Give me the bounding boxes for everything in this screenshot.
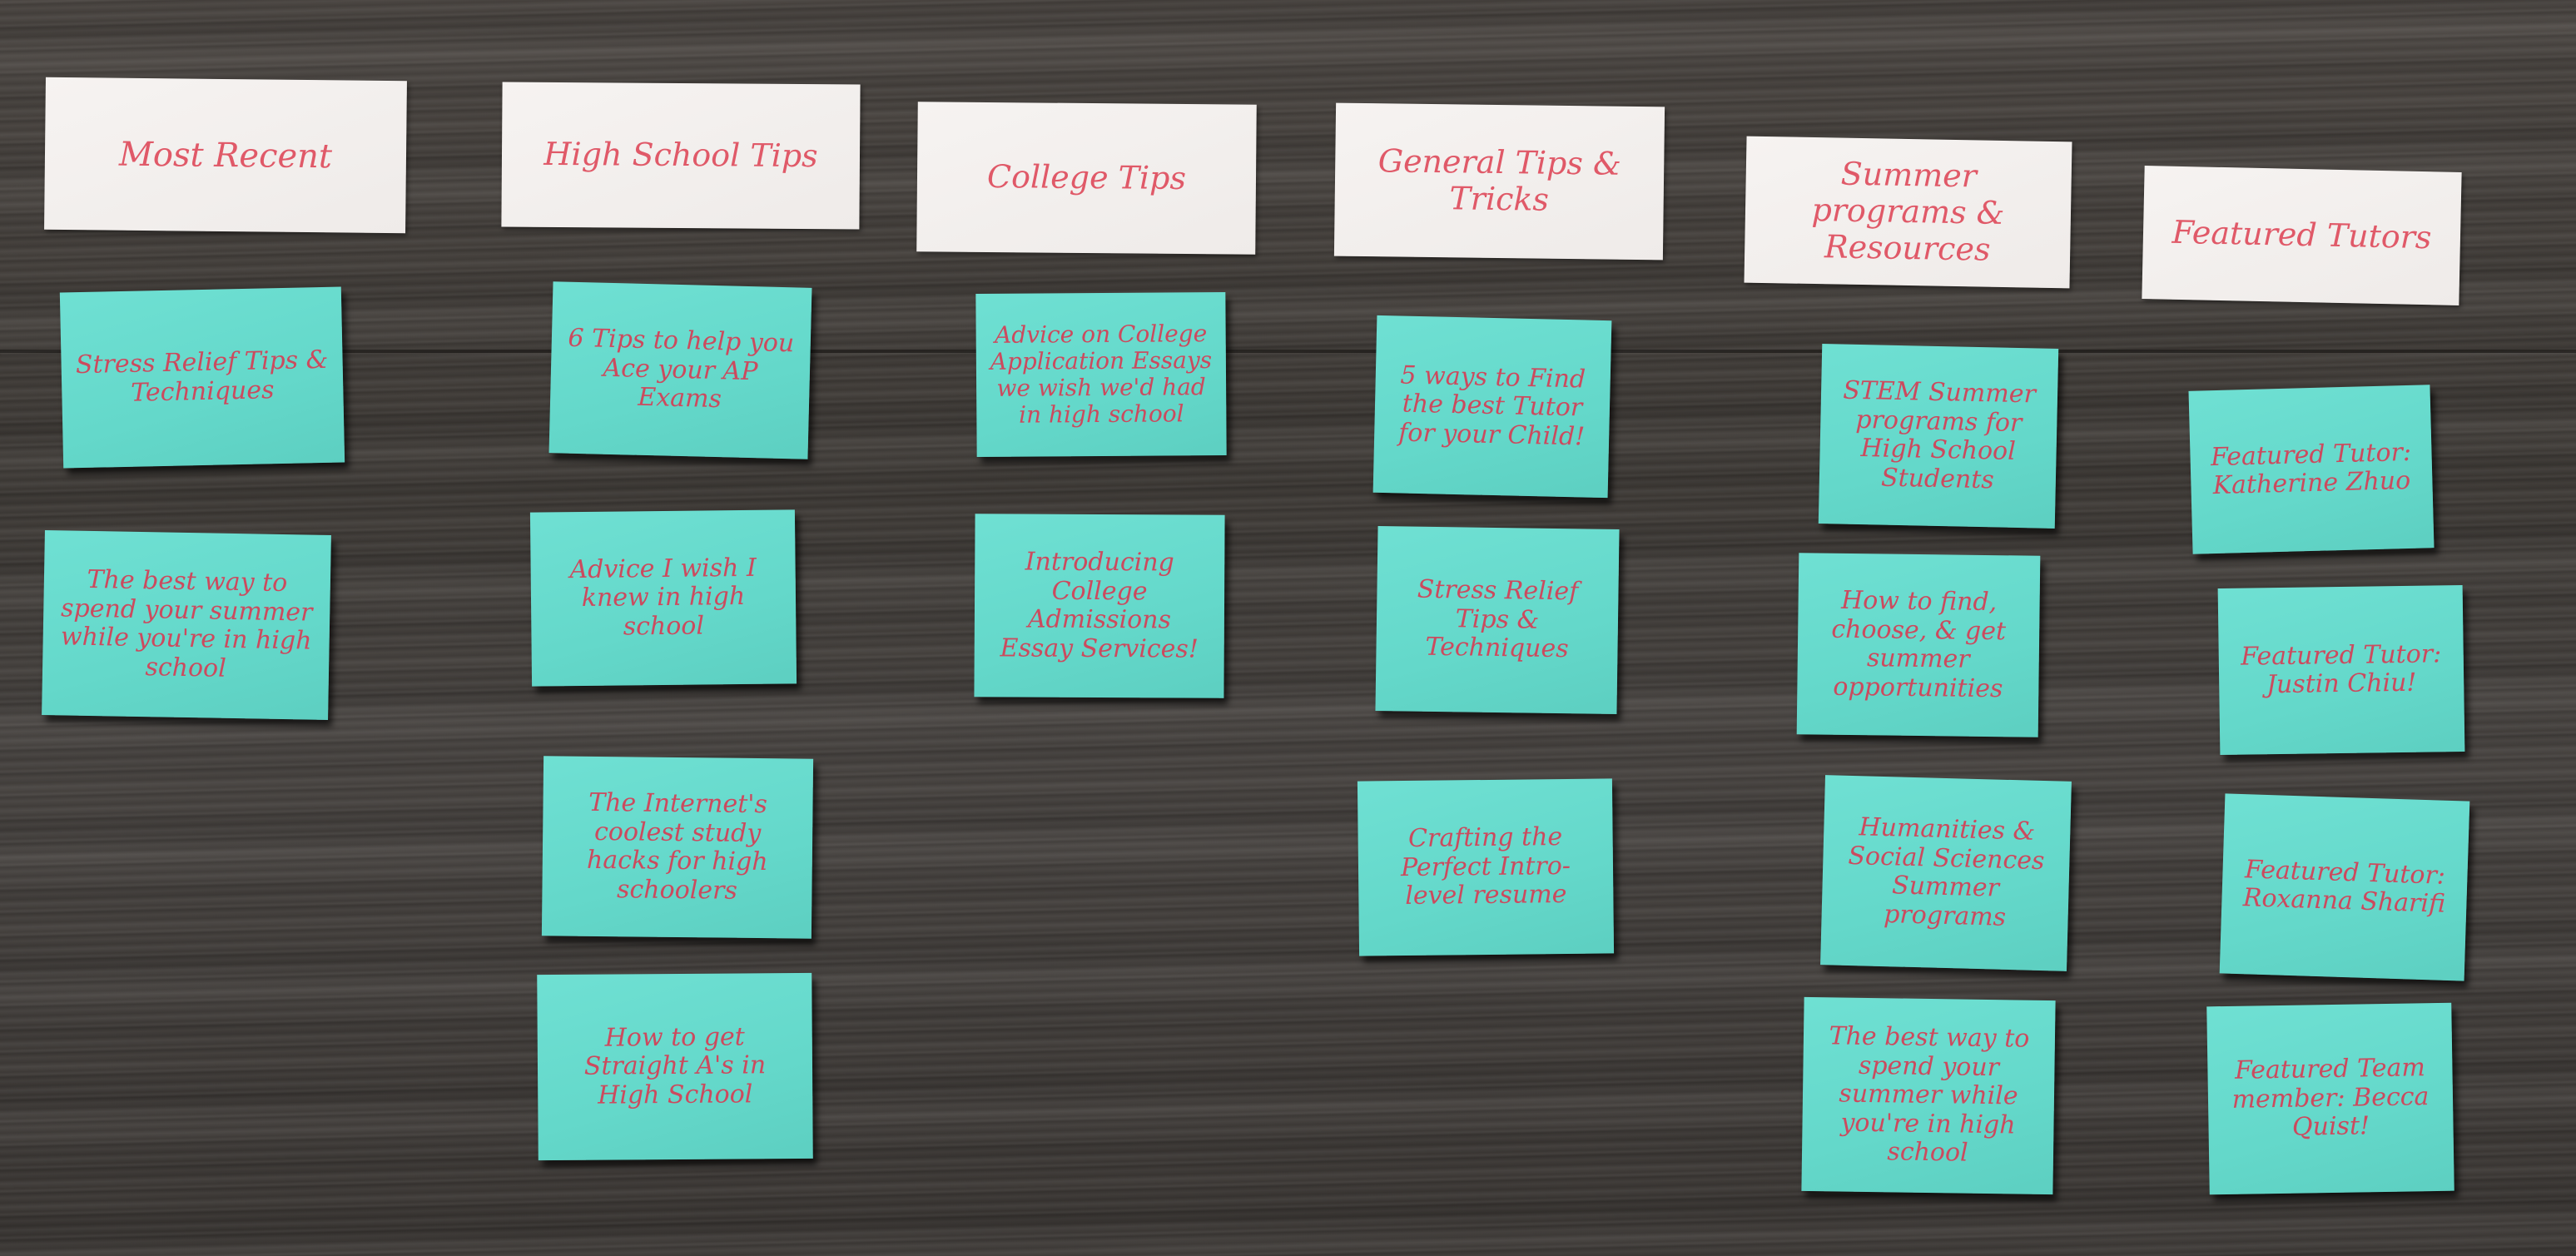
sticky-note: Featured Tutor: Roxanna Sharifi bbox=[2219, 793, 2470, 981]
column-header-featured-tutors: Featured Tutors bbox=[2142, 166, 2462, 305]
sticky-note: How to get Straight A's in High School bbox=[537, 972, 813, 1161]
column-header-most-recent: Most Recent bbox=[44, 77, 407, 234]
sticky-note: 5 ways to Find the best Tutor for your C… bbox=[1372, 315, 1612, 499]
sticky-note: Stress Relief Tips & Techniques bbox=[59, 286, 345, 469]
sticky-note: The best way to spend your summer while … bbox=[1801, 996, 2056, 1195]
sticky-note: Advice on College Application Essays we … bbox=[975, 291, 1227, 458]
column-header-summer-programs-and-resources: Summer programs & Resources bbox=[1744, 136, 2072, 289]
sticky-note: Advice I wish I knew in high school bbox=[529, 509, 797, 687]
sticky-note: Crafting the Perfect Intro-level resume bbox=[1357, 778, 1615, 956]
column-header-college-tips: College Tips bbox=[916, 102, 1257, 255]
sticky-note: Featured Tutor: Justin Chiu! bbox=[2217, 584, 2465, 756]
sticky-note: 6 Tips to help you Ace your AP Exams bbox=[548, 281, 812, 459]
sticky-note: How to find, choose, & get summer opport… bbox=[1796, 553, 2041, 737]
column-header-high-school-tips: High School Tips bbox=[501, 82, 861, 230]
sticky-note: Featured Tutor: Katherine Zhuo bbox=[2188, 385, 2435, 554]
sticky-note: The Internet's coolest study hacks for h… bbox=[541, 756, 814, 939]
sticky-note: Humanities & Social Sciences Summer prog… bbox=[1820, 775, 2072, 971]
sticky-note: Featured Team member: Becca Quist! bbox=[2206, 1002, 2454, 1195]
sticky-note: Introducing College Admissions Essay Ser… bbox=[974, 514, 1225, 698]
column-header-general-tips-and-tricks: General Tips & Tricks bbox=[1333, 102, 1665, 261]
table-plank-seam bbox=[0, 350, 2576, 353]
sticky-note: The best way to spend your summer while … bbox=[42, 530, 331, 720]
sticky-note: Stress Relief Tips & Techniques bbox=[1375, 525, 1620, 715]
sticky-note: STEM Summer programs for High School Stu… bbox=[1818, 344, 2059, 529]
